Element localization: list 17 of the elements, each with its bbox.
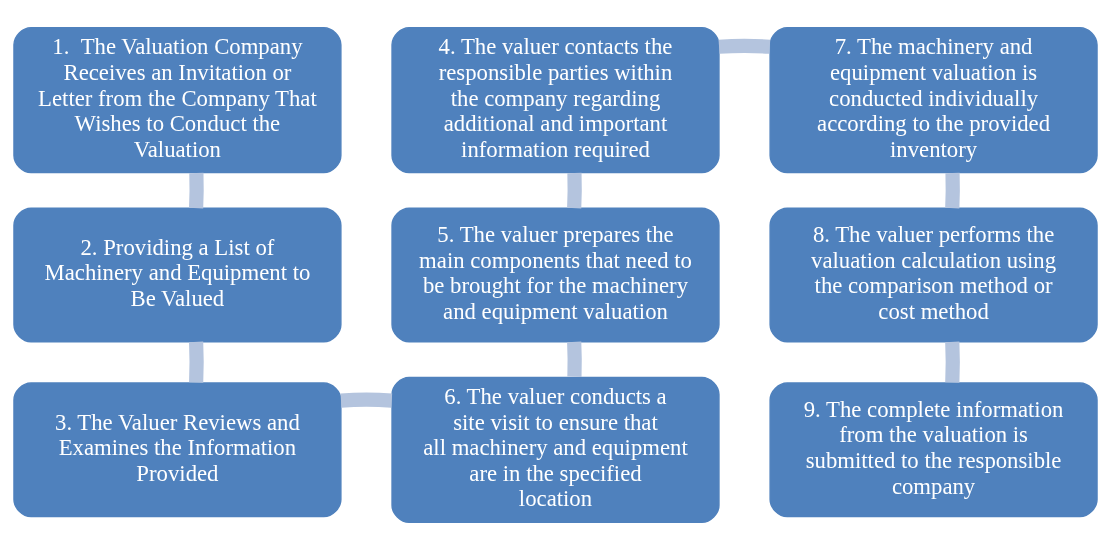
node-box: 7. The machinery and equipment valuation is conducted individually according to the provided inventory	[769, 27, 1098, 174]
connector	[567, 172, 582, 209]
connector	[340, 392, 393, 408]
node-box: 5. The valuer prepares the main components that need to be brought for the machinery and equipment valuation	[391, 207, 720, 343]
node-box: 6. The valuer conducts a site visit to ensure that all machinery and equipment are in the specified location	[391, 376, 720, 523]
node-box: 1. The Valuation Company Receives an Invitation or Letter from the Company That Wishes to Conduct the Valuation	[13, 27, 342, 174]
connector	[189, 172, 204, 209]
connector	[718, 38, 771, 54]
node-box: 9. The complete information from the valuation is submitted to the responsible company	[769, 382, 1098, 518]
connector	[945, 172, 960, 209]
node-box: 4. The valuer contacts the responsible parties within the company regarding additional and important information required	[391, 27, 720, 174]
connector	[189, 341, 204, 383]
connector	[945, 341, 960, 383]
node-box: 8. The valuer performs the valuation calculation using the comparison method or cost method	[769, 207, 1098, 343]
connector	[567, 341, 582, 377]
node-box: 3. The Valuer Reviews and Examines the Information Provided	[13, 382, 342, 518]
node-box: 2. Providing a List of Machinery and Equipment to Be Valued	[13, 207, 342, 343]
